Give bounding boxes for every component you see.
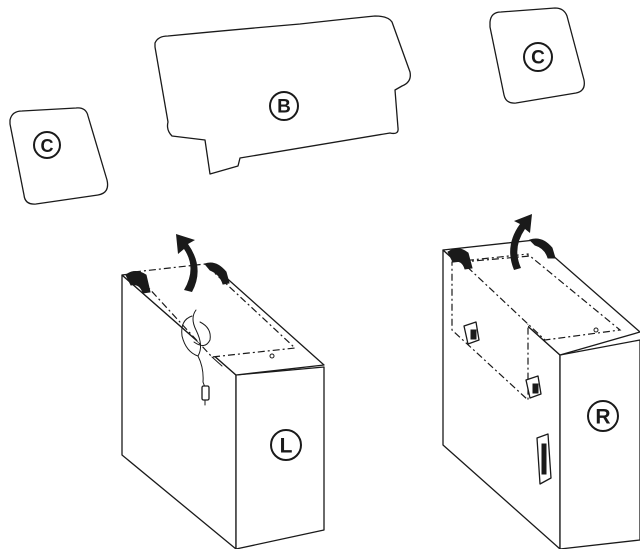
foam-piece-c-left: C xyxy=(9,107,109,205)
handle-icon xyxy=(536,433,552,485)
label-c-left: C xyxy=(41,136,54,156)
label-c-right: C xyxy=(531,48,545,69)
label-r: R xyxy=(595,406,610,429)
foam-piece-b: B xyxy=(154,15,411,175)
carton-l: L xyxy=(121,234,325,549)
tape-strip-icon xyxy=(204,262,230,285)
open-arrow-icon xyxy=(176,234,198,292)
badge-r: R xyxy=(587,400,619,432)
badge-b: B xyxy=(269,91,299,121)
handle-icon xyxy=(525,375,542,399)
badge-c-left: C xyxy=(33,131,61,159)
badge-c-right: C xyxy=(523,42,553,72)
foam-piece-c-right: C xyxy=(489,7,585,104)
tape-strip-icon xyxy=(447,248,473,270)
tape-strip-icon xyxy=(529,238,556,259)
open-arrow-icon xyxy=(510,214,532,270)
tape-strip-icon xyxy=(125,271,151,294)
label-l: L xyxy=(280,435,293,458)
handle-icon xyxy=(463,321,480,345)
power-cable-icon xyxy=(181,309,211,406)
badge-l: L xyxy=(270,429,302,461)
carton-r: R xyxy=(442,214,640,549)
label-b: B xyxy=(277,97,291,118)
